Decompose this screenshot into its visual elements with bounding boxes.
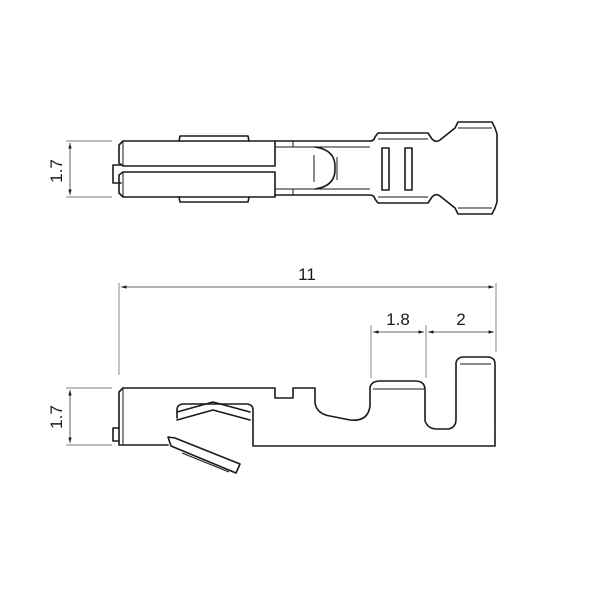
- insulation-barrel-label: 2: [456, 310, 465, 329]
- wire-barrel-label: 1.8: [386, 310, 410, 329]
- side-view: [66, 283, 497, 474]
- overall-length-label: 11: [298, 265, 316, 284]
- top-height-label: 1.7: [47, 159, 66, 183]
- barrel-dimensions: [370, 325, 494, 378]
- side-height-dimension: [66, 387, 112, 446]
- overall-length-dimension: [118, 283, 497, 375]
- top-height-dimension: [66, 140, 112, 198]
- side-height-label: 1.7: [47, 405, 66, 429]
- top-view: [66, 121, 498, 215]
